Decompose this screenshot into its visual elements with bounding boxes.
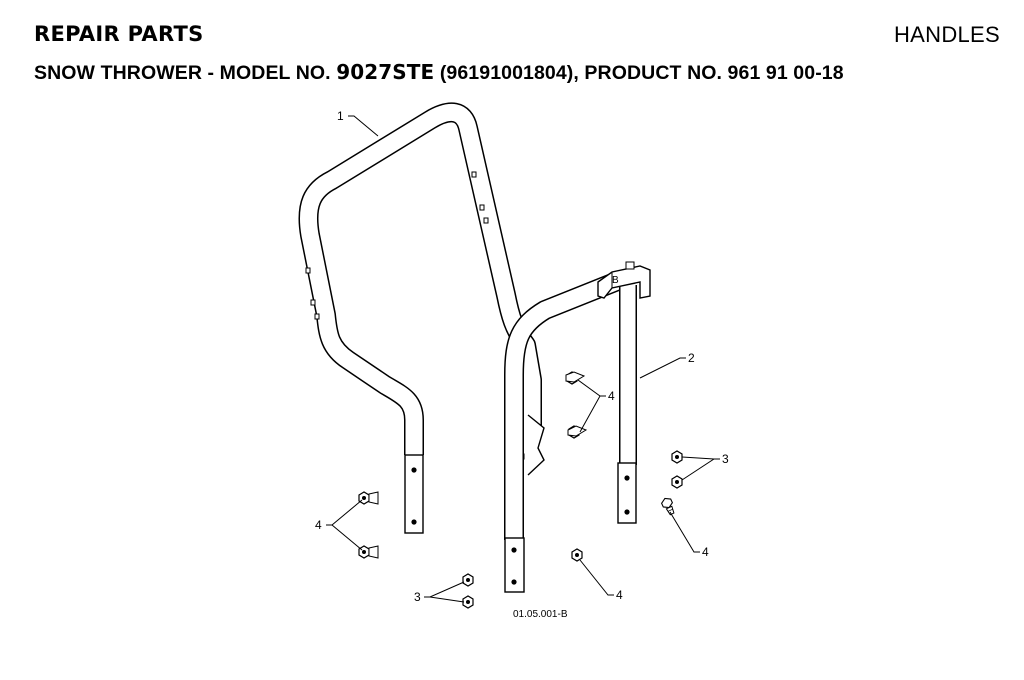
subtitle-prefix: SNOW THROWER - MODEL NO.	[34, 62, 337, 84]
hardware-bolts-bottom	[462, 573, 474, 609]
hardware-bolt-right	[659, 495, 678, 517]
drawing-code: 01.05.001-B	[513, 609, 568, 620]
carriage-bolt-icon	[671, 450, 683, 464]
carriage-bolt-icon	[671, 475, 683, 489]
hex-nut-icon	[358, 545, 370, 559]
callout-bolts-bottom: 3	[414, 590, 421, 604]
hex-nut-icon	[358, 491, 370, 505]
hex-bolt-icon	[659, 495, 678, 517]
hardware-nut-bottom	[571, 548, 583, 562]
upper-handle	[298, 102, 545, 534]
callout-nut-bottom: 4	[616, 588, 623, 602]
leader-lines	[326, 115, 720, 603]
bracket-mark: B	[612, 275, 619, 286]
section-title: REPAIR PARTS	[34, 22, 204, 46]
callout-upper-handle: 1	[337, 109, 344, 123]
callout-nuts-left: 4	[315, 518, 322, 532]
carriage-bolt-icon	[462, 595, 474, 609]
hardware-nuts-left	[358, 491, 379, 559]
hardware-bolts-right	[671, 450, 683, 489]
callout-nuts-center: 4	[608, 389, 615, 403]
carriage-bolt-icon	[462, 573, 474, 587]
subtitle-suffix: (96191001804), PRODUCT NO. 961 91 00-18	[434, 62, 844, 84]
category-title: HANDLES	[893, 22, 1000, 47]
model-number: 9027STE	[336, 60, 435, 84]
callout-lower-handle: 2	[688, 351, 695, 365]
hex-nut-icon	[571, 548, 583, 562]
model-subtitle: SNOW THROWER - MODEL NO. 9027STE (961910…	[34, 60, 1014, 85]
hardware-nuts-center	[565, 371, 588, 439]
lower-handle: B	[504, 261, 651, 593]
callout-bolt-right: 4	[702, 545, 709, 559]
callout-bolts-right: 3	[722, 452, 729, 466]
